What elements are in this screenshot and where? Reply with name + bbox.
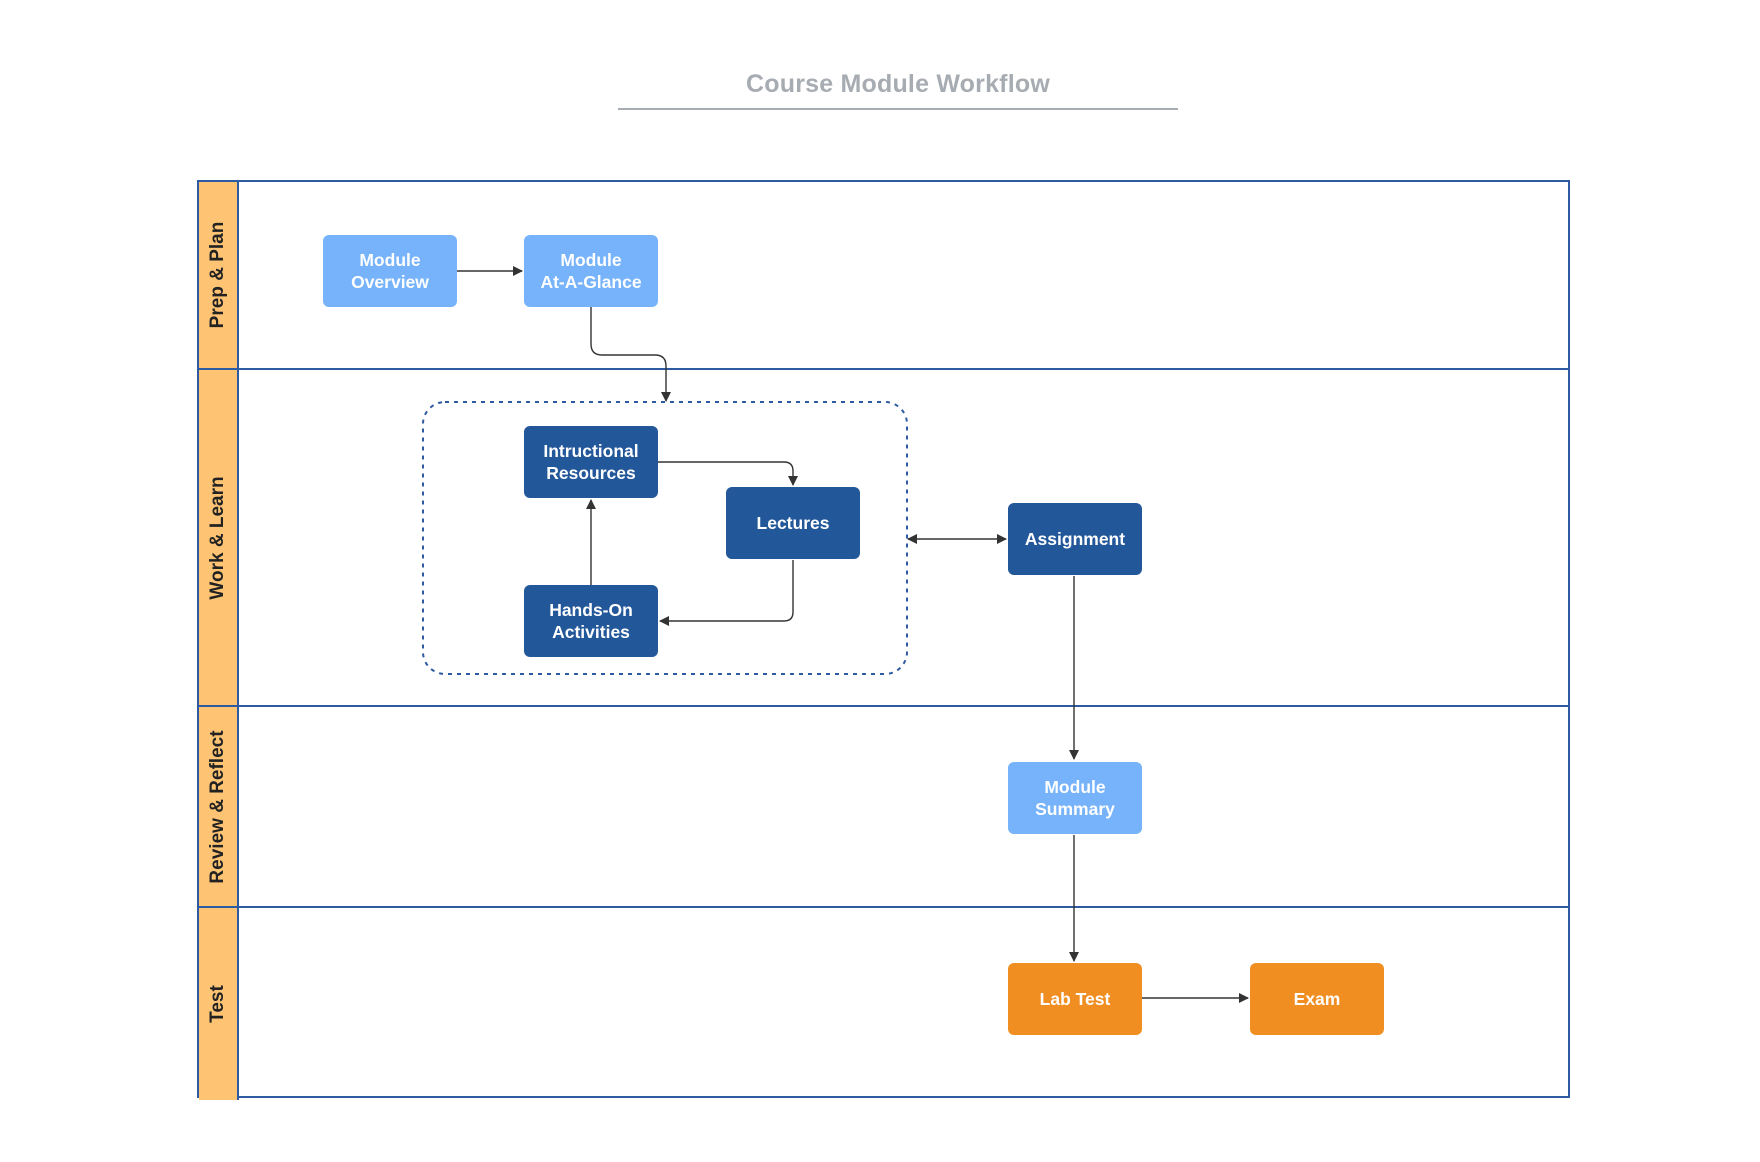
swimlane-pool: Prep & Plan Work & Learn Review & Reflec… bbox=[197, 180, 1570, 1100]
edge-lectures-to-hands-on bbox=[659, 560, 794, 626]
lane-header-work-learn: Work & Learn bbox=[199, 370, 239, 705]
node-assignment[interactable]: Assignment bbox=[1008, 503, 1142, 575]
edge-at-a-glance-to-learning-group bbox=[590, 307, 671, 402]
edge-resources-to-lectures bbox=[658, 461, 798, 486]
node-lectures[interactable]: Lectures bbox=[726, 487, 860, 559]
lane-test: Test bbox=[199, 906, 1568, 1100]
diagram-title: Course Module Workflow bbox=[746, 70, 1050, 98]
node-instructional-resources[interactable]: Intructional Resources bbox=[524, 426, 658, 498]
node-module-overview[interactable]: Module Overview bbox=[323, 235, 457, 307]
lane-header-review-reflect: Review & Reflect bbox=[199, 707, 239, 906]
title-underline bbox=[618, 108, 1178, 110]
lane-header-test: Test bbox=[199, 908, 239, 1100]
node-module-summary[interactable]: Module Summary bbox=[1008, 762, 1142, 834]
lane-work-learn: Work & Learn bbox=[199, 368, 1568, 705]
lane-prep-plan: Prep & Plan bbox=[199, 182, 1568, 368]
lane-header-prep-plan: Prep & Plan bbox=[199, 182, 239, 368]
node-module-at-a-glance[interactable]: Module At-A-Glance bbox=[524, 235, 658, 307]
node-lab-test[interactable]: Lab Test bbox=[1008, 963, 1142, 1035]
node-exam[interactable]: Exam bbox=[1250, 963, 1384, 1035]
node-hands-on-activities[interactable]: Hands-On Activities bbox=[524, 585, 658, 657]
lane-review-reflect: Review & Reflect bbox=[199, 705, 1568, 906]
